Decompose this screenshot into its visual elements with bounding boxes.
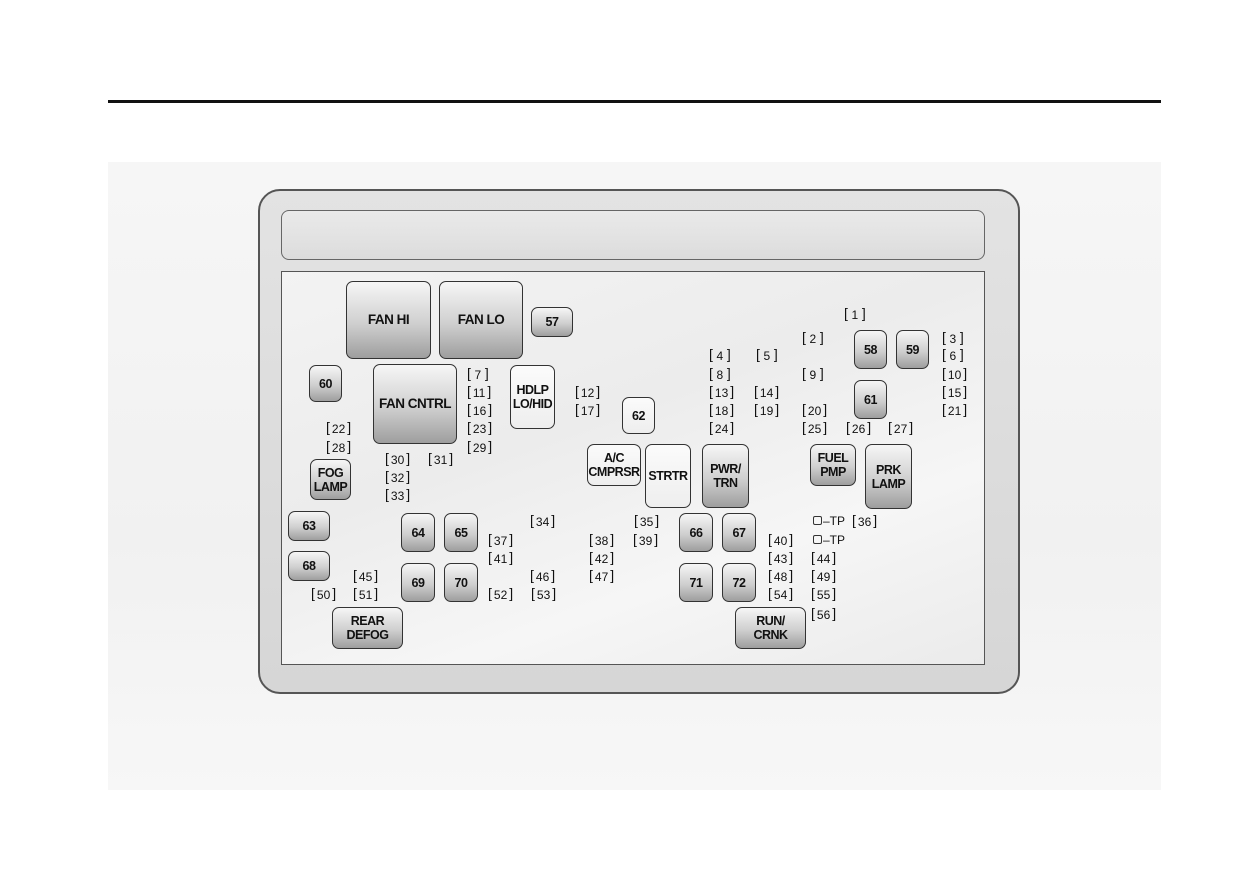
relay-run-crnk: RUN/ CRNK xyxy=(735,607,806,649)
fuse-4: [4] xyxy=(709,346,731,363)
fuse-14: [14] xyxy=(754,383,780,400)
fuse-52: [52] xyxy=(488,585,514,602)
test-point-1: –TP xyxy=(813,514,845,528)
fuse-block-cover-strip xyxy=(281,210,985,260)
fuse-7: [7] xyxy=(467,365,489,382)
relay-prk-lamp: PRK LAMP xyxy=(865,444,912,509)
fuse-49: [49] xyxy=(811,567,837,584)
relay-hdlp-lo-hid: HDLP LO/HID xyxy=(510,365,555,429)
fuse-38: [38] xyxy=(589,531,615,548)
fuse-29: [29] xyxy=(467,438,493,455)
fuse-34: [34] xyxy=(530,512,556,529)
fuse-8: [8] xyxy=(709,365,731,382)
fuse-10: [10] xyxy=(942,365,968,382)
fuse-37: [37] xyxy=(488,531,514,548)
relay-68: 68 xyxy=(288,551,330,581)
relay-65: 65 xyxy=(444,513,478,552)
relay-fuel-pmp: FUEL PMP xyxy=(810,444,856,486)
fuse-55: [55] xyxy=(811,585,837,602)
fuse-12: [12] xyxy=(575,383,601,400)
fuse-53: [53] xyxy=(531,585,557,602)
relay-strtr: STRTR xyxy=(645,444,691,508)
fuse-45: [45] xyxy=(353,567,379,584)
relay-59: 59 xyxy=(896,330,929,369)
relay-61: 61 xyxy=(854,380,887,419)
fuse-2: [2] xyxy=(802,329,824,346)
relay-fan-lo: FAN LO xyxy=(439,281,523,359)
fuse-43: [43] xyxy=(768,549,794,566)
fuse-39: [39] xyxy=(633,531,659,548)
relay-fan-hi: FAN HI xyxy=(346,281,431,359)
fuse-54: [54] xyxy=(768,585,794,602)
relay-67: 67 xyxy=(722,513,756,552)
relay-66: 66 xyxy=(679,513,713,552)
fuse-17: [17] xyxy=(575,401,601,418)
relay-58: 58 xyxy=(854,330,887,369)
relay-71: 71 xyxy=(679,563,713,602)
fuse-32: [32] xyxy=(385,468,411,485)
fuse-28: [28] xyxy=(326,438,352,455)
fuse-9: [9] xyxy=(802,365,824,382)
fuse-22: [22] xyxy=(326,419,352,436)
fuse-3: [3] xyxy=(942,329,964,346)
fuse-6: [6] xyxy=(942,346,964,363)
fuse-18: [18] xyxy=(709,401,735,418)
fuse-51: [51] xyxy=(353,585,379,602)
fuse-21: [21] xyxy=(942,401,968,418)
relay-ac-cmprsr: A/C CMPRSR xyxy=(587,444,641,486)
relay-69: 69 xyxy=(401,563,435,602)
fuse-11: [11] xyxy=(467,383,492,400)
fuse-5: [5] xyxy=(756,346,778,363)
header-rule xyxy=(108,100,1161,103)
relay-70: 70 xyxy=(444,563,478,602)
fuse-30: [30] xyxy=(385,450,411,467)
fuse-46: [46] xyxy=(530,567,556,584)
fuse-41: [41] xyxy=(488,549,514,566)
fuse-33: [33] xyxy=(385,486,411,503)
fuse-15: [15] xyxy=(942,383,968,400)
relay-62: 62 xyxy=(622,397,655,434)
test-point-2: –TP xyxy=(813,533,845,547)
fuse-20: [20] xyxy=(802,401,828,418)
test-point-icon xyxy=(813,516,822,526)
fuse-13: [13] xyxy=(709,383,735,400)
relay-57: 57 xyxy=(531,307,573,337)
fuse-25: [25] xyxy=(802,419,828,436)
relay-60: 60 xyxy=(309,365,342,402)
fuse-40: [40] xyxy=(768,531,794,548)
fuse-19: [19] xyxy=(754,401,780,418)
relay-63: 63 xyxy=(288,511,330,541)
fuse-50: [50] xyxy=(311,585,337,602)
relay-fan-cntrl: FAN CNTRL xyxy=(373,364,457,444)
relay-64: 64 xyxy=(401,513,435,552)
fuse-16: [16] xyxy=(467,401,493,418)
fuse-56: [56] xyxy=(811,605,837,622)
fuse-31: [31] xyxy=(428,450,454,467)
fuse-35: [35] xyxy=(634,512,660,529)
relay-rear-defog: REAR DEFOG xyxy=(332,607,403,649)
fuse-24: [24] xyxy=(709,419,735,436)
relay-72: 72 xyxy=(722,563,756,602)
fuse-1: [1] xyxy=(844,305,866,322)
relay-pwr-trn: PWR/ TRN xyxy=(702,444,749,508)
fuse-48: [48] xyxy=(768,567,794,584)
fuse-23: [23] xyxy=(467,419,493,436)
relay-fog-lamp: FOG LAMP xyxy=(310,459,351,500)
fuse-44: [44] xyxy=(811,549,837,566)
fuse-47: [47] xyxy=(589,567,615,584)
fuse-42: [42] xyxy=(589,549,615,566)
fuse-36: [36] xyxy=(852,512,878,529)
test-point-icon xyxy=(813,535,822,545)
fuse-27: [27] xyxy=(888,419,914,436)
fuse-26: [26] xyxy=(846,419,872,436)
